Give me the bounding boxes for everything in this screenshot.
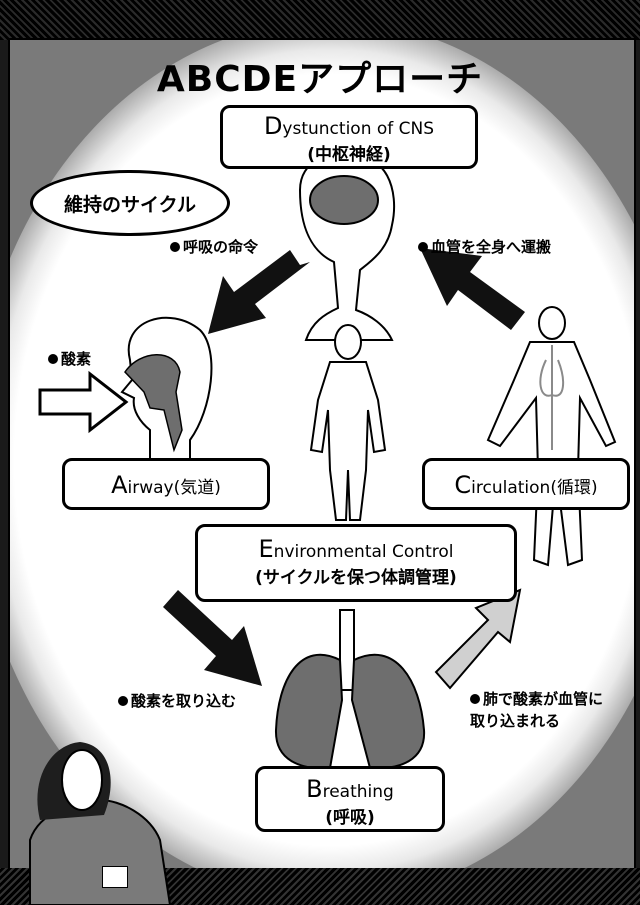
box-e-lead: E [258, 535, 274, 563]
note-blood-transport: 血管を全身へ運搬 [418, 236, 551, 258]
page-title: ABCDEアプローチ [156, 59, 484, 100]
name-badge [102, 866, 128, 888]
brain-icon [309, 175, 379, 225]
doctor-figure [29, 742, 172, 905]
box-c-sub: (循環) [550, 478, 598, 498]
cycle-label-oval: 維持のサイクル [30, 170, 230, 236]
box-e-sub: (サイクルを保つ体調管理) [255, 568, 457, 588]
box-c-circulation: Circulation(循環) [422, 458, 630, 510]
bullet-icon [470, 694, 480, 704]
box-a-lead: A [111, 471, 128, 499]
box-d-lead: D [263, 112, 283, 140]
box-c-lead: C [454, 471, 472, 499]
note-lungs-line2: 取り込まれる [470, 712, 561, 730]
note-lungs-line1: 肺で酸素が血管に [483, 690, 604, 708]
bullet-icon [48, 354, 58, 364]
airway-head-figure [120, 316, 213, 461]
arrow-oxygen-in [38, 370, 129, 434]
note-blood-transport-text: 血管を全身へ運搬 [431, 238, 552, 256]
note-oxygen-intake-text: 酸素を取り込む [131, 692, 237, 710]
box-b-lead: B [306, 775, 323, 803]
arrow-circulation-to-brain [420, 248, 525, 330]
box-a-airway: Airway(気道) [62, 458, 270, 510]
box-d-rest: ystunction of CNS [282, 119, 435, 139]
note-oxygen-intake: 酸素を取り込む [118, 690, 236, 712]
box-d-cns: Dystunction of CNS (中枢神経) [220, 105, 478, 169]
box-d-sub: (中枢神経) [307, 145, 391, 165]
note-breath-command: 呼吸の命令 [170, 236, 258, 258]
box-c-rest: irculation [471, 478, 551, 498]
arrow-airway-to-lungs [163, 590, 262, 686]
arrow-brain-to-airway [208, 250, 310, 334]
note-oxygen: 酸素 [48, 348, 91, 370]
top-frame-border [0, 0, 640, 40]
arrow-lungs-to-circulation [434, 588, 522, 690]
note-breath-command-text: 呼吸の命令 [183, 238, 259, 256]
circulation-body-figure [486, 306, 617, 567]
lungs-figure [274, 609, 426, 770]
box-e-rest: nvironmental Control [273, 542, 454, 562]
box-b-sub: (呼吸) [325, 808, 375, 828]
box-a-rest: irway [127, 478, 174, 498]
note-lungs-transfer: 肺で酸素が血管に 取り込まれる [470, 688, 603, 732]
box-a-sub: (気道) [173, 478, 221, 498]
bullet-icon [170, 242, 180, 252]
center-body-figure [309, 324, 387, 521]
note-oxygen-text: 酸素 [61, 350, 92, 368]
bullet-icon [118, 696, 128, 706]
bullet-icon [418, 242, 428, 252]
box-b-breathing: Breathing (呼吸) [255, 766, 445, 832]
box-e-environment: Environmental Control (サイクルを保つ体調管理) [195, 524, 517, 602]
brain-head-figure [298, 155, 396, 341]
box-b-rest: reathing [322, 782, 394, 802]
